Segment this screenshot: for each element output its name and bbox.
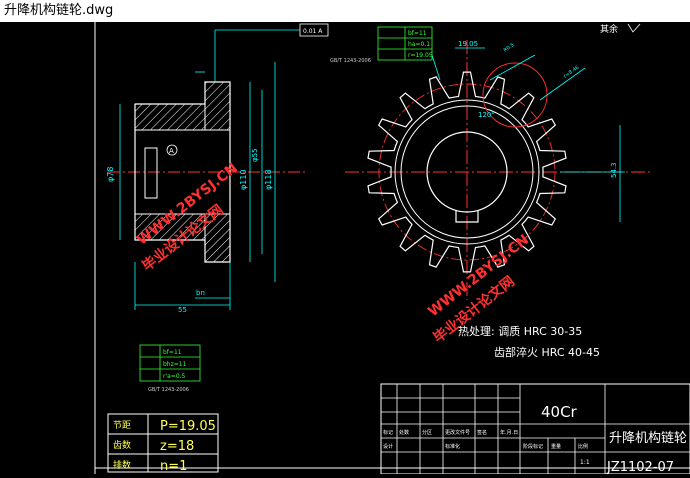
spec-table-bottom-box — [139, 344, 201, 382]
drawing-canvas[interactable]: φ78 φ110 φ118 φ55 55 bn A 0.01 A bf=11 h… — [0, 22, 690, 475]
std-code-bottom: GB/T 1243-2006 — [148, 387, 189, 393]
corner-note: 其余 — [600, 23, 618, 35]
tb-h1: 标记 — [383, 429, 393, 436]
tb-material: 40Cr — [541, 403, 578, 421]
dim-key: 54.3 — [610, 162, 618, 178]
dim-55: 55 — [178, 306, 187, 314]
keyway — [144, 147, 158, 199]
title-block: 标记 处数 分区 更改文件号 签名 年.月.日 设计 标准化 阶段标记 重量 比… — [380, 383, 690, 475]
param-table: 节距 P=19.05 齿数 z=18 排数 n=1 — [107, 413, 219, 474]
tol-frame-box — [299, 23, 329, 37]
hatch-tooth-lower — [204, 213, 231, 263]
window-title-bar: 升降机构链轮.dwg — [0, 0, 690, 22]
dim-phi78: φ78 — [106, 167, 115, 182]
tb-drawing-no: JZ1102-07 — [606, 460, 674, 474]
dim-phi118: φ118 — [264, 169, 273, 190]
tb-h4: 更改文件号 — [445, 429, 470, 436]
param-table-box — [107, 413, 219, 473]
param-value-3: n=1 — [160, 459, 187, 474]
sprocket-view: 19.05 120° 54.3 R0.5 r=8.46 — [345, 40, 650, 300]
tb-stage-2: 重量 — [551, 443, 561, 450]
spec-table-top: bf=11 ha=0.1 r=19.05 GB/T 1243-2006 — [330, 26, 433, 64]
keyway-slot — [455, 211, 479, 223]
tb-h5: 签名 — [477, 429, 487, 436]
param-label-3: 排数 — [113, 459, 131, 471]
tol-frame-text: 0.01 A — [303, 28, 323, 35]
tb-row2-1: 设计 — [383, 443, 393, 450]
spec-bottom-r1: bf=11 — [163, 349, 182, 356]
tb-h2: 处数 — [399, 429, 409, 436]
dim-r1: R0.5 — [503, 42, 516, 53]
tolerance-frame: 0.01 A — [299, 23, 329, 37]
roughness-symbol — [627, 23, 641, 33]
note-tooth-hardening: 齿部淬火 HRC 40-45 — [494, 345, 600, 359]
cad-viewport[interactable]: φ78 φ110 φ118 φ55 55 bn A 0.01 A bf=11 h… — [0, 22, 690, 475]
param-value-2: z=18 — [160, 439, 194, 454]
tb-part-name: 升降机构链轮 — [609, 431, 687, 446]
bore-circle — [426, 131, 508, 213]
dim-bn: bn — [196, 289, 205, 297]
leader-r2 — [539, 67, 586, 101]
leader-r1 — [489, 54, 536, 81]
tb-stage-1: 阶段标记 — [523, 443, 543, 450]
param-label-2: 齿数 — [113, 439, 131, 451]
spec-top-r1: bf=11 — [408, 30, 427, 37]
inner-circle — [400, 105, 534, 239]
dim-angle: 120° — [478, 111, 495, 119]
spec-table-bottom: bf=11 bhz=11 r'a=0.5 GB/T 1243-2006 — [139, 344, 201, 393]
root-circle — [394, 99, 540, 245]
tb-h3: 分区 — [422, 429, 432, 436]
dim-phi55: φ55 — [251, 148, 259, 162]
spec-bottom-r2: bhz=11 — [163, 361, 187, 368]
tb-row2-3: 标准化 — [445, 443, 460, 450]
note-heat-treat: 热处理: 调质 HRC 30-35 — [458, 325, 582, 338]
tb-scale: 1:1 — [580, 459, 590, 466]
hatch-lower — [134, 213, 206, 241]
tb-stage-3: 比例 — [578, 443, 588, 450]
datum-circle — [166, 144, 178, 156]
hatch-tooth-upper — [204, 81, 231, 131]
spec-top-r2: ha=0.1 — [408, 41, 430, 48]
spec-bottom-r3: r'a=0.5 — [163, 373, 186, 380]
dim-pitch: 19.05 — [458, 40, 478, 48]
tb-h6: 年.月.日 — [500, 429, 518, 436]
spec-top-r3: r=19.05 — [408, 52, 433, 59]
pitch-circle — [378, 83, 556, 261]
std-code-top: GB/T 1243-2006 — [330, 58, 371, 64]
param-value-1: P=19.05 — [160, 419, 216, 434]
hatch-upper — [134, 103, 206, 131]
param-label-1: 节距 — [113, 420, 131, 431]
leader-roughness — [431, 54, 441, 81]
sprocket-teeth — [367, 71, 567, 273]
datum-label: A — [169, 147, 174, 155]
window-title: 升降机构链轮.dwg — [4, 3, 114, 18]
dim-phi110: φ110 — [239, 169, 248, 190]
section-view: φ78 φ110 φ118 φ55 55 bn A — [106, 29, 305, 314]
